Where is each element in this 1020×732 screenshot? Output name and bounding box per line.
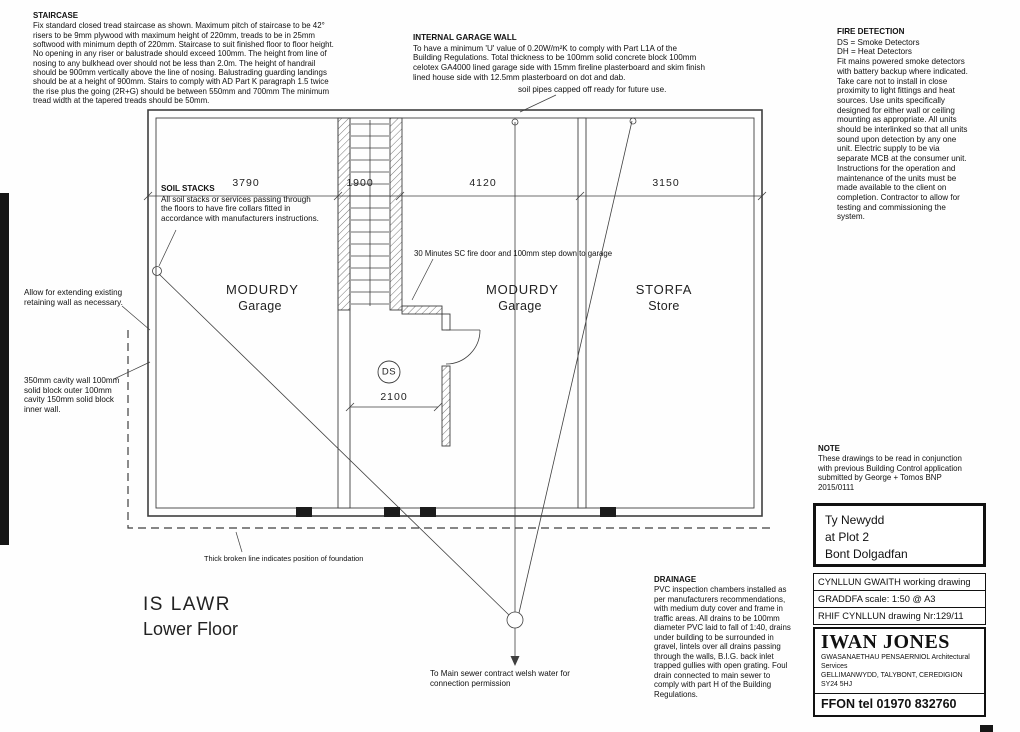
architect-address: GELLIMANWYDD, TALYBONT, CEREDIGION SY24 … bbox=[821, 671, 963, 688]
soil-stacks-body: All soil stacks or services passing thro… bbox=[161, 194, 319, 224]
staircase-note: STAIRCASE Fix standard closed tread stai… bbox=[33, 11, 334, 105]
drainage-title: DRAINAGE bbox=[654, 575, 697, 584]
inspection-chamber-symbol bbox=[506, 611, 524, 629]
floor-title-welsh: IS LAWR bbox=[143, 594, 231, 615]
building-control-note: NOTE These drawings to be read in conjun… bbox=[818, 444, 968, 492]
dimension-garage2-width: 4120 bbox=[469, 177, 497, 189]
drawing-type: CYNLLUN GWAITH working drawing bbox=[814, 574, 985, 591]
retaining-wall-note: Allow for extending existing retaining w… bbox=[24, 288, 123, 307]
exterior-walls bbox=[147, 109, 763, 517]
sewer-arrow bbox=[510, 656, 520, 666]
floor-title-english: Lower Floor bbox=[143, 619, 239, 639]
room-label-garage-2: MODURDY Garage bbox=[486, 281, 559, 315]
fire-detection-note: FIRE DETECTION DS = Smoke Detectors DH =… bbox=[837, 27, 968, 222]
fire-door-symbol bbox=[445, 329, 481, 365]
architect-services: GWASANAETHAU PENSAERNIOL Architectural S… bbox=[821, 654, 970, 670]
internal-garage-wall-title: INTERNAL GARAGE WALL bbox=[413, 33, 517, 42]
drainage-runs bbox=[152, 117, 637, 658]
sewer-note: To Main sewer contract welsh water for c… bbox=[430, 669, 570, 688]
smoke-detector-symbol bbox=[377, 360, 401, 384]
fire-door-note: 30 Minutes SC fire door and 100mm step d… bbox=[414, 249, 613, 258]
room-name: MODURDY bbox=[226, 282, 299, 297]
smoke-detector-label: DS bbox=[381, 366, 397, 378]
internal-garage-wall-note: INTERNAL GARAGE WALL To have a minimum '… bbox=[413, 33, 707, 83]
scan-artifact-corner-mark bbox=[980, 725, 993, 732]
room-type: Garage bbox=[498, 299, 542, 313]
soil-pipes-note: soil pipes capped off ready for future u… bbox=[518, 85, 667, 94]
building-control-note-title: NOTE bbox=[818, 444, 840, 453]
floor-title: IS LAWR Lower Floor bbox=[143, 594, 238, 640]
dimension-hall-width: 2100 bbox=[380, 391, 408, 403]
drawing-number: RHIF CYNLLUN drawing Nr:129/11 bbox=[818, 611, 964, 621]
staircase-note-body: Fix standard closed tread staircase as s… bbox=[33, 21, 334, 105]
internal-garage-wall-body: To have a minimum 'U' value of 0.20W/m²K… bbox=[413, 43, 705, 82]
dimension-garage1-width: 3790 bbox=[232, 177, 260, 189]
dimension-stair-width: 1900 bbox=[346, 177, 374, 189]
soil-stacks-title: SOIL STACKS bbox=[161, 184, 215, 193]
project-title-box: Ty Newydd at Plot 2 Bont Dolgadfan bbox=[813, 503, 986, 567]
architect-box: IWAN JONES GWASANAETHAU PENSAERNIOL Arch… bbox=[813, 627, 986, 717]
building-control-note-body: These drawings to be read in conjunction… bbox=[818, 454, 962, 492]
cavity-wall-note: 350mm cavity wall 100mm solid block oute… bbox=[24, 376, 120, 415]
fire-detection-ds-key: DS = Smoke Detectors bbox=[837, 37, 920, 47]
drawing-info-box: CYNLLUN GWAITH working drawing GRADDFA s… bbox=[813, 573, 986, 625]
hall-dimension-line bbox=[345, 402, 443, 412]
fire-detection-dh-key: DH = Heat Detectors bbox=[837, 47, 912, 57]
soil-stacks-note: SOIL STACKS All soil stacks or services … bbox=[161, 184, 323, 224]
door-thresholds bbox=[296, 507, 616, 517]
drawing-scale: GRADDFA scale: 1:50 @ A3 bbox=[814, 591, 985, 608]
drainage-note: DRAINAGE PVC inspection chambers install… bbox=[654, 575, 794, 699]
room-label-store: STORFA Store bbox=[630, 281, 698, 315]
dimension-store-width: 3150 bbox=[652, 177, 680, 189]
foundation-dashed-line bbox=[127, 330, 770, 529]
staircase-symbol bbox=[351, 120, 389, 306]
leader-lines bbox=[113, 94, 557, 553]
architect-name: IWAN JONES bbox=[821, 631, 950, 653]
drainage-body: PVC inspection chambers installed as per… bbox=[654, 585, 791, 699]
room-label-garage-1: MODURDY Garage bbox=[226, 281, 299, 315]
fire-detection-body: Fit mains powered smoke detectors with b… bbox=[837, 57, 968, 222]
scan-artifact-left-bar bbox=[0, 193, 9, 545]
room-type: Store bbox=[648, 299, 680, 313]
room-name: STORFA bbox=[635, 282, 693, 297]
soil-stack-symbol bbox=[152, 266, 162, 276]
room-type: Garage bbox=[238, 299, 282, 313]
top-dimension-line bbox=[143, 191, 767, 201]
project-name: Ty Newydd bbox=[825, 513, 885, 527]
room-name: MODURDY bbox=[486, 282, 559, 297]
fire-detection-title: FIRE DETECTION bbox=[837, 27, 905, 36]
foundation-note: Thick broken line indicates position of … bbox=[204, 554, 364, 563]
project-plot: at Plot 2 bbox=[825, 529, 870, 544]
project-location: Bont Dolgadfan bbox=[825, 546, 908, 561]
architect-phone: FFON tel 01970 832760 bbox=[815, 692, 984, 715]
staircase-note-title: STAIRCASE bbox=[33, 11, 79, 20]
